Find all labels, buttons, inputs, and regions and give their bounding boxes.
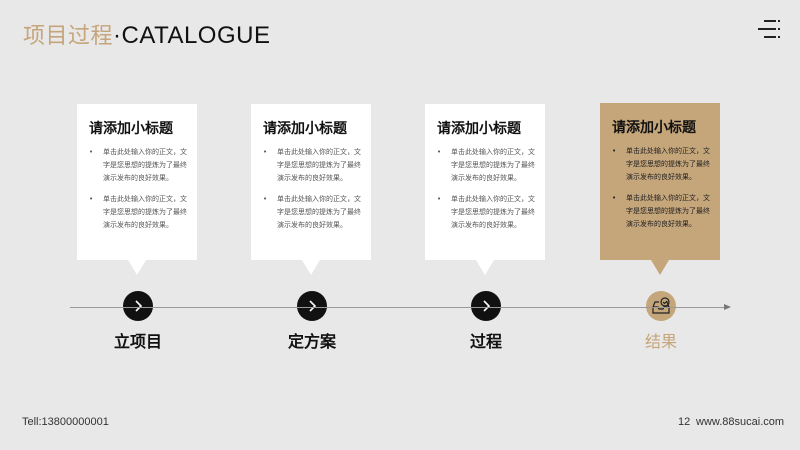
chevron-right-icon: [479, 299, 493, 313]
step-label: 定方案: [287, 332, 336, 351]
card-title: 请添加小标题: [612, 120, 696, 136]
footer-tel: Tell:13800000001: [22, 416, 109, 428]
step-card: 请添加小标题 •单击此处输入你的正文，文字是您思想的提炼为了最终演示发布的良好效果…: [77, 104, 197, 275]
bullet-item: •单击此处输入你的正文，文字是您思想的提炼为了最终演示发布的良好效果。: [89, 148, 187, 182]
bullet-item: •单击此处输入你的正文，文字是您思想的提炼为了最终演示发布的良好效果。: [612, 194, 710, 228]
footer-site: www.88sucai.com: [696, 416, 785, 428]
step-node[interactable]: [297, 291, 327, 321]
step-label: 结果: [644, 332, 677, 351]
timeline-axis: [70, 307, 726, 308]
step-node[interactable]: [646, 291, 676, 321]
bullet-item: •单击此处输入你的正文，文字是您思想的提炼为了最终演示发布的良好效果。: [437, 195, 535, 229]
step-card: 请添加小标题 •单击此处输入你的正文，文字是您思想的提炼为了最终演示发布的良好效果…: [251, 104, 371, 275]
page-title: 项目过程·CATALOGUE: [23, 22, 271, 49]
bullet-item: •单击此处输入你的正文，文字是您思想的提炼为了最终演示发布的良好效果。: [263, 195, 361, 229]
step-label: 立项目: [113, 332, 162, 351]
bullet-item: •单击此处输入你的正文，文字是您思想的提炼为了最终演示发布的良好效果。: [437, 148, 535, 182]
step-card: 请添加小标题 •单击此处输入你的正文，文字是您思想的提炼为了最终演示发布的良好效果…: [600, 103, 720, 275]
timeline-arrow-icon: [724, 304, 731, 310]
menu-icon[interactable]: [758, 20, 780, 38]
card-title: 请添加小标题: [437, 121, 521, 137]
bullet-item: •单击此处输入你的正文，文字是您思想的提炼为了最终演示发布的良好效果。: [89, 195, 187, 229]
page-number: 12: [678, 416, 691, 428]
inbox-check-icon: [651, 297, 671, 315]
bullet-item: •单击此处输入你的正文，文字是您思想的提炼为了最终演示发布的良好效果。: [612, 147, 710, 181]
chevron-right-icon: [305, 299, 319, 313]
card-title: 请添加小标题: [263, 121, 347, 137]
step-card: 请添加小标题 •单击此处输入你的正文，文字是您思想的提炼为了最终演示发布的良好效果…: [425, 104, 545, 275]
chevron-right-icon: [131, 299, 145, 313]
card-title: 请添加小标题: [89, 121, 173, 137]
step-node[interactable]: [123, 291, 153, 321]
bullet-item: •单击此处输入你的正文，文字是您思想的提炼为了最终演示发布的良好效果。: [263, 148, 361, 182]
step-label: 过程: [469, 332, 502, 351]
step-node[interactable]: [471, 291, 501, 321]
